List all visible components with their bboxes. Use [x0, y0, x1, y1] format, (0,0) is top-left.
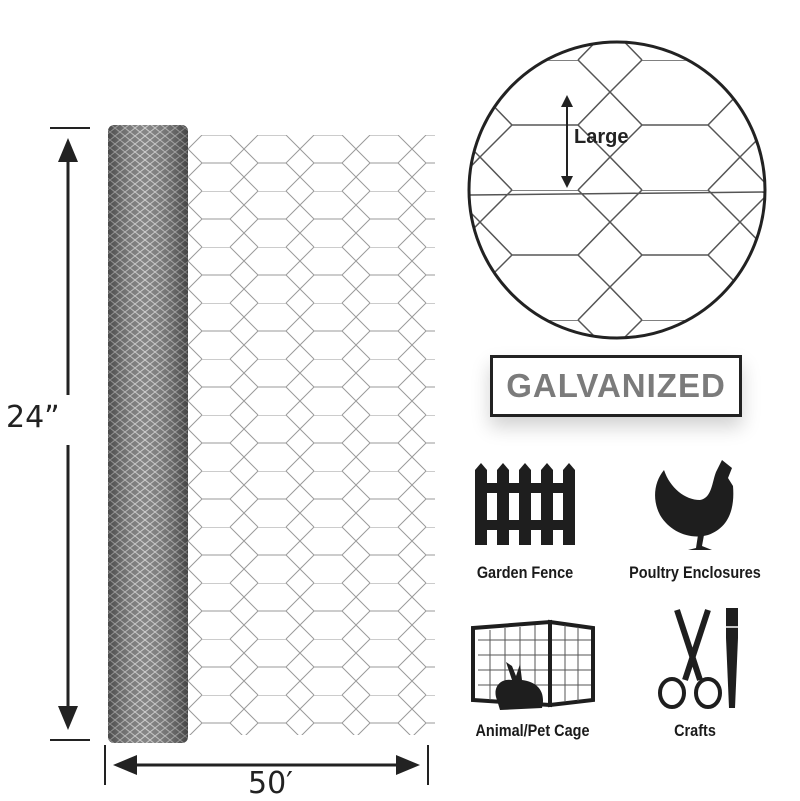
use-label-garden-fence: Garden Fence — [476, 563, 574, 582]
height-label: 24” — [6, 400, 60, 435]
use-label-animal-cage: Animal/Pet Cage — [475, 721, 590, 740]
wire-roll — [108, 125, 188, 743]
mesh-size-label: Large — [574, 126, 629, 148]
scissors-icon — [658, 608, 738, 709]
height-dimension-line — [50, 127, 90, 741]
rabbit-cage-icon — [471, 619, 595, 710]
galvanized-badge: GALVANIZED — [490, 355, 742, 417]
length-label: 50′ — [248, 766, 293, 801]
mesh-detail-magnifier — [467, 40, 767, 340]
use-label-crafts: Crafts — [674, 721, 716, 740]
chicken-icon — [655, 460, 734, 550]
wire-mesh — [188, 135, 435, 735]
use-label-poultry: Poultry Enclosures — [629, 563, 761, 582]
length-dimension-line — [104, 745, 429, 785]
fence-icon — [475, 463, 575, 545]
